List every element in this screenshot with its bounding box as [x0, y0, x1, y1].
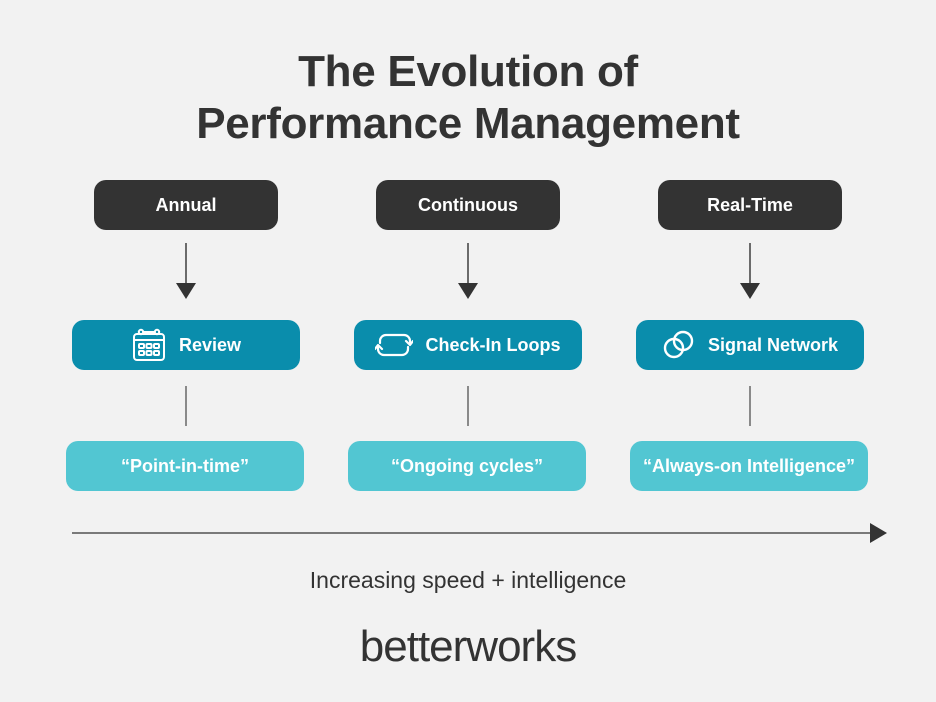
quote-box-ongoing-cycles: “Ongoing cycles” — [348, 441, 586, 491]
right-arrow-icon — [870, 523, 887, 543]
stage-box-continuous: Continuous — [376, 180, 560, 230]
down-arrow-line — [185, 243, 187, 287]
axis-label: Increasing speed + intelligence — [309, 567, 627, 593]
title-line-2: Performance Management — [196, 99, 740, 148]
brand-logo: betterworks — [359, 622, 577, 671]
title-line-1: The Evolution of — [298, 47, 638, 96]
column-annual: Annual Review “Point-in-time” — [66, 0, 312, 500]
practice-label: Review — [178, 334, 242, 355]
down-arrow-icon — [458, 283, 478, 299]
column-real-time: Real-Time Signal Network “Always-on Inte… — [630, 0, 876, 500]
down-arrow-icon — [740, 283, 760, 299]
quote-box-point-in-time: “Point-in-time” — [66, 441, 304, 491]
progress-axis-line — [72, 532, 874, 534]
linked-rings-icon — [662, 329, 696, 361]
connector-line — [185, 386, 187, 426]
down-arrow-line — [749, 243, 751, 287]
page-title: The Evolution of Performance Management — [0, 46, 936, 150]
connector-line — [749, 386, 751, 426]
calendar-icon — [131, 327, 167, 363]
practice-box-check-in-loops: Check-In Loops — [354, 320, 582, 370]
stage-box-annual: Annual — [94, 180, 278, 230]
practice-box-review: Review — [72, 320, 300, 370]
down-arrow-icon — [176, 283, 196, 299]
down-arrow-line — [467, 243, 469, 287]
quote-box-always-on: “Always-on Intelligence” — [630, 441, 868, 491]
column-continuous: Continuous Check-In Loops “Ongoing cycle… — [348, 0, 594, 500]
refresh-loop-icon — [375, 330, 414, 360]
stage-box-real-time: Real-Time — [658, 180, 842, 230]
practice-box-signal-network: Signal Network — [636, 320, 864, 370]
practice-label: Check-In Loops — [425, 334, 561, 355]
practice-label: Signal Network — [707, 334, 839, 355]
connector-line — [467, 386, 469, 426]
